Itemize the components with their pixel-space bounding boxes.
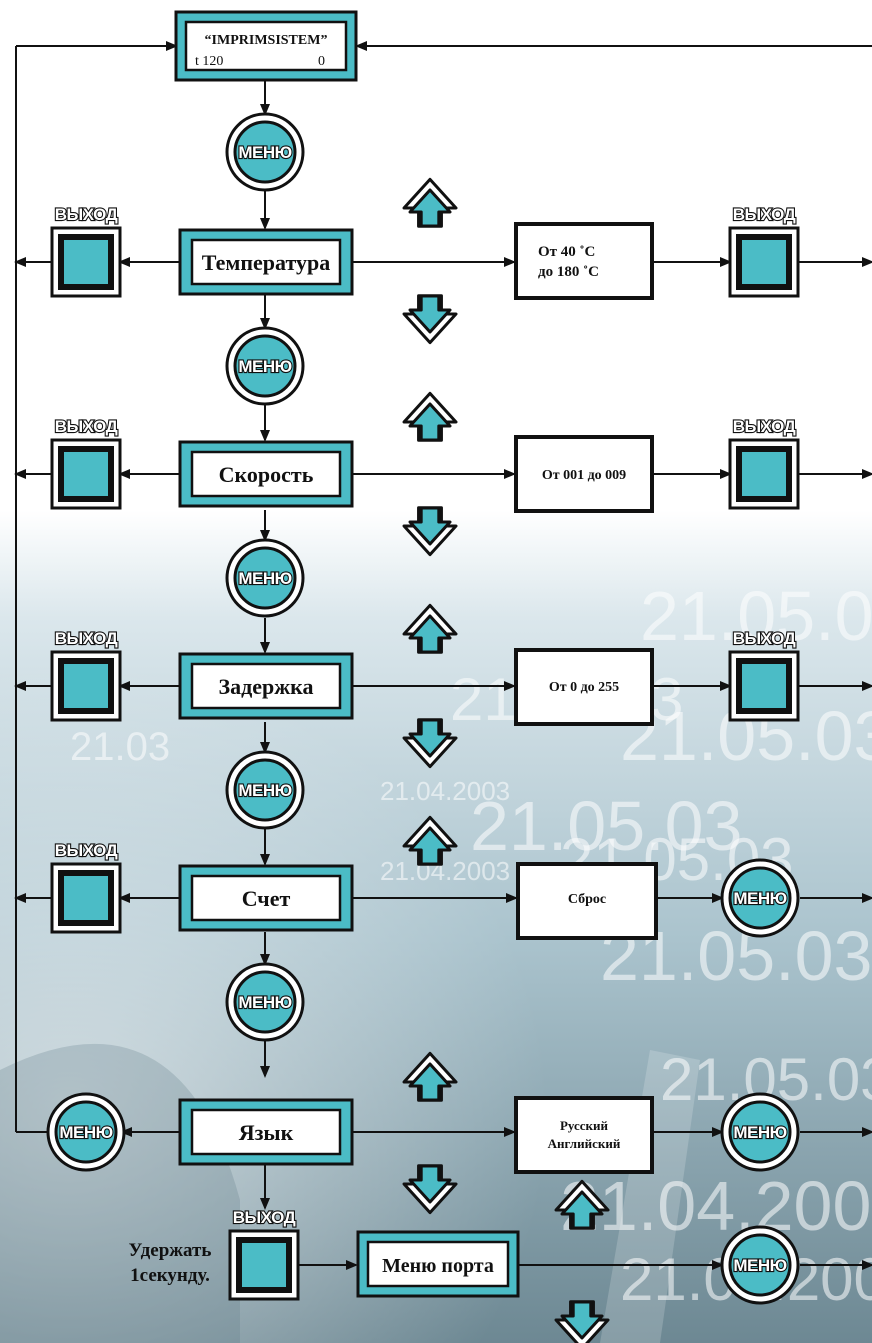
display-line-right: 0 bbox=[318, 54, 325, 69]
menu-button-label: МЕНЮ bbox=[238, 143, 291, 162]
connectors bbox=[14, 41, 872, 1270]
value-box-temperature: От 40 ˚С до 180 ˚С bbox=[514, 222, 654, 300]
menu-button-2[interactable]: МЕНЮ bbox=[225, 326, 305, 406]
exit-button-left-temperature[interactable]: ВЫХОД bbox=[50, 204, 122, 298]
menu-button-label: МЕНЮ bbox=[238, 993, 291, 1012]
menu-button-label: МЕНЮ bbox=[733, 1256, 786, 1275]
menu-button-right-count[interactable]: МЕНЮ bbox=[720, 858, 800, 938]
exit-button-label: ВЫХОД bbox=[55, 841, 118, 860]
value-box-count: Сброс bbox=[516, 862, 658, 940]
background-date-text: 21.04.2003 bbox=[560, 1167, 872, 1245]
menu-item-delay: Задержка bbox=[178, 652, 354, 720]
menu-button-label: МЕНЮ bbox=[238, 357, 291, 376]
menu-item-language-label: Язык bbox=[239, 1120, 294, 1145]
exit-button-label: ВЫХОД bbox=[55, 205, 118, 224]
menu-item-temperature: Температура bbox=[178, 228, 354, 296]
exit-button-port[interactable]: ВЫХОД bbox=[228, 1207, 300, 1301]
menu-button-right-port[interactable]: МЕНЮ bbox=[720, 1225, 800, 1305]
value-language-line1: Русский bbox=[560, 1118, 609, 1133]
exit-button-right-delay[interactable]: ВЫХОД bbox=[728, 628, 800, 722]
exit-button-left-delay[interactable]: ВЫХОД bbox=[50, 628, 122, 722]
menu-button-3[interactable]: МЕНЮ bbox=[225, 538, 305, 618]
hold-note-line2: 1секунду. bbox=[130, 1265, 210, 1286]
menu-button-label: МЕНЮ bbox=[238, 781, 291, 800]
value-count-action: Сброс bbox=[568, 892, 606, 907]
up-button-speed[interactable] bbox=[402, 391, 458, 442]
menu-button-1[interactable]: МЕНЮ bbox=[225, 112, 305, 192]
background-date-text: 21.04.2003 bbox=[380, 856, 510, 886]
menu-button-right-language[interactable]: МЕНЮ bbox=[720, 1092, 800, 1172]
up-button-port[interactable] bbox=[554, 1179, 610, 1230]
value-box-speed: От 001 до 009 bbox=[514, 435, 654, 513]
up-button-count[interactable] bbox=[402, 815, 458, 866]
menu-item-count-label: Счет bbox=[242, 886, 291, 911]
down-button-temperature[interactable] bbox=[402, 294, 458, 345]
value-box-delay: От 0 до 255 bbox=[514, 648, 654, 726]
menu-button-5[interactable]: МЕНЮ bbox=[225, 962, 305, 1042]
hold-note-line1: Удержать bbox=[129, 1240, 212, 1261]
menu-item-port-label: Меню порта bbox=[382, 1255, 494, 1277]
exit-button-label: ВЫХОД bbox=[55, 629, 118, 648]
exit-button-right-speed[interactable]: ВЫХОД bbox=[728, 416, 800, 510]
down-button-delay[interactable] bbox=[402, 718, 458, 769]
value-delay-range: От 0 до 255 bbox=[549, 680, 619, 695]
up-button-delay[interactable] bbox=[402, 603, 458, 654]
menu-item-language: Язык bbox=[178, 1098, 354, 1166]
exit-button-right-temperature[interactable]: ВЫХОД bbox=[728, 204, 800, 298]
menu-button-left-language[interactable]: МЕНЮ bbox=[46, 1092, 126, 1172]
menu-button-label: МЕНЮ bbox=[59, 1123, 112, 1142]
exit-button-label: ВЫХОД bbox=[733, 629, 796, 648]
value-language-line2: Английский bbox=[548, 1136, 621, 1151]
value-temperature-line1: От 40 ˚С bbox=[538, 244, 595, 260]
up-button-temperature[interactable] bbox=[402, 177, 458, 228]
menu-button-4[interactable]: МЕНЮ bbox=[225, 750, 305, 830]
display-line-left: t 120 bbox=[195, 54, 223, 69]
down-button-port[interactable] bbox=[554, 1300, 610, 1343]
exit-button-label: ВЫХОД bbox=[733, 205, 796, 224]
menu-item-speed-label: Скорость bbox=[219, 462, 314, 487]
down-button-language[interactable] bbox=[402, 1164, 458, 1215]
value-temperature-line2: до 180 ˚С bbox=[538, 264, 599, 280]
hold-note: Удержать 1секунду. bbox=[129, 1240, 212, 1286]
value-box-language: Русский Английский bbox=[514, 1096, 654, 1174]
menu-button-label: МЕНЮ bbox=[733, 1123, 786, 1142]
menu-item-speed: Скорость bbox=[178, 440, 354, 508]
menu-item-delay-label: Задержка bbox=[218, 674, 313, 699]
up-button-language[interactable] bbox=[402, 1051, 458, 1102]
background-date-text: 21.04.2003 bbox=[380, 776, 510, 806]
value-speed-range: От 001 до 009 bbox=[542, 468, 626, 483]
exit-button-left-speed[interactable]: ВЫХОД bbox=[50, 416, 122, 510]
menu-button-label: МЕНЮ bbox=[733, 889, 786, 908]
exit-button-label: ВЫХОД bbox=[55, 417, 118, 436]
menu-item-port: Меню порта bbox=[356, 1230, 520, 1298]
menu-item-temperature-label: Температура bbox=[202, 250, 330, 275]
exit-button-label: ВЫХОД bbox=[733, 417, 796, 436]
down-button-speed[interactable] bbox=[402, 506, 458, 557]
display-brand: “IMPRIMSISTEM” bbox=[205, 33, 328, 48]
exit-button-label: ВЫХОД bbox=[233, 1208, 296, 1227]
menu-item-count: Счет bbox=[178, 864, 354, 932]
background-date-text: 21.03 bbox=[70, 725, 170, 769]
background-date-text: 21.05.03 bbox=[470, 787, 742, 865]
background-date-text: 21.05.03 bbox=[640, 577, 872, 655]
menu-button-label: МЕНЮ bbox=[238, 569, 291, 588]
display-panel: “IMPRIMSISTEM” t 120 0 bbox=[174, 10, 358, 82]
exit-button-left-count[interactable]: ВЫХОД bbox=[50, 840, 122, 934]
